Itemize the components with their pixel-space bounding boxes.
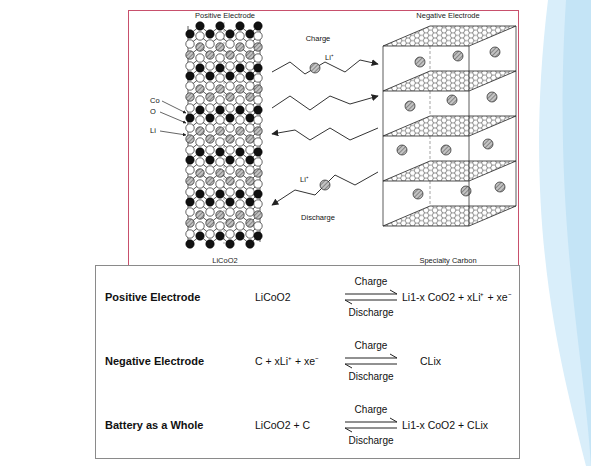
discharge-arrow: [345, 300, 397, 304]
leader-line: [162, 101, 186, 113]
charge-arrow: [345, 354, 397, 358]
arrow-label: Discharge: [348, 372, 393, 382]
box-edge: [383, 46, 384, 226]
lithium-ions: [310, 63, 330, 190]
lithium-ions: [405, 92, 497, 111]
figure-frame: [129, 11, 519, 269]
cathode-structure: Positive ElectrodeLiCoO2: [178, 12, 272, 264]
ion-label: Li⁺: [300, 176, 309, 184]
anode-structure: Negative ElectrodeSpecialty Carbon: [378, 12, 518, 264]
ion-transfer-arrow: [272, 60, 378, 74]
reactant-formula: LiCoO2: [255, 292, 291, 303]
reaction-table: [96, 266, 520, 459]
graphite-sheet: [383, 206, 516, 226]
box-edge: [469, 46, 470, 226]
leader-line: [160, 112, 186, 123]
ion-transfer-arrow: [272, 128, 378, 140]
discharge-arrow: [345, 364, 397, 368]
material-label: LiCoO2: [178, 257, 272, 265]
graphite-stack: [383, 26, 516, 226]
graphite-sheet: [383, 26, 516, 46]
charge-arrow: [345, 418, 397, 422]
cobalt-layer: [186, 232, 262, 248]
product-formula: CLix: [420, 356, 441, 367]
element-callout: O: [150, 108, 156, 116]
arrow-label: Charge: [355, 405, 388, 415]
lithium-ion: [310, 63, 320, 73]
lithium-ions: [415, 47, 500, 67]
process-label: Charge: [306, 35, 331, 43]
element-callout: Co: [150, 97, 160, 105]
graphite-sheet: [383, 71, 516, 91]
ion-label: Li⁺: [325, 54, 334, 62]
ion-transfer-arrow: [272, 172, 378, 205]
reactant-formula: C + xLi⁺ + xe⁻: [255, 356, 319, 367]
lithium-ions: [397, 139, 493, 155]
row-heading: Battery as a Whole: [105, 420, 203, 431]
element-callout: Li: [150, 127, 156, 135]
product-formula: Li1-x CoO2 + xLi⁺ + xe⁻: [402, 292, 512, 303]
electrode-heading: Negative Electrode: [378, 12, 518, 20]
arrow-label: Charge: [355, 277, 388, 287]
reactant-formula: LiCoO2 + C: [255, 420, 310, 431]
lithium-ions: [413, 182, 505, 199]
licoo2-crystal: [186, 22, 262, 248]
row-heading: Positive Electrode: [105, 292, 200, 303]
equilibrium-arrows: [345, 290, 397, 432]
background-swoosh: [539, 0, 591, 466]
arrow-label: Discharge: [348, 308, 393, 318]
electrode-heading: Positive Electrode: [178, 12, 272, 20]
discharge-arrow: [345, 428, 397, 432]
leader-line: [160, 131, 186, 135]
charge-arrow: [345, 290, 397, 294]
arrow-label: Charge: [355, 341, 388, 351]
row-heading: Negative Electrode: [105, 356, 204, 367]
background-swoosh: [563, 0, 591, 466]
lithium-ion: [320, 180, 330, 190]
process-label: Discharge: [301, 214, 335, 222]
product-formula: Li1-x CoO2 + CLix: [402, 420, 488, 431]
material-label: Specialty Carbon: [378, 257, 518, 265]
arrow-label: Discharge: [348, 436, 393, 446]
graphite-sheet: [383, 161, 516, 181]
graphite-sheet: [383, 116, 516, 136]
ion-transfer-arrow: [272, 96, 378, 110]
